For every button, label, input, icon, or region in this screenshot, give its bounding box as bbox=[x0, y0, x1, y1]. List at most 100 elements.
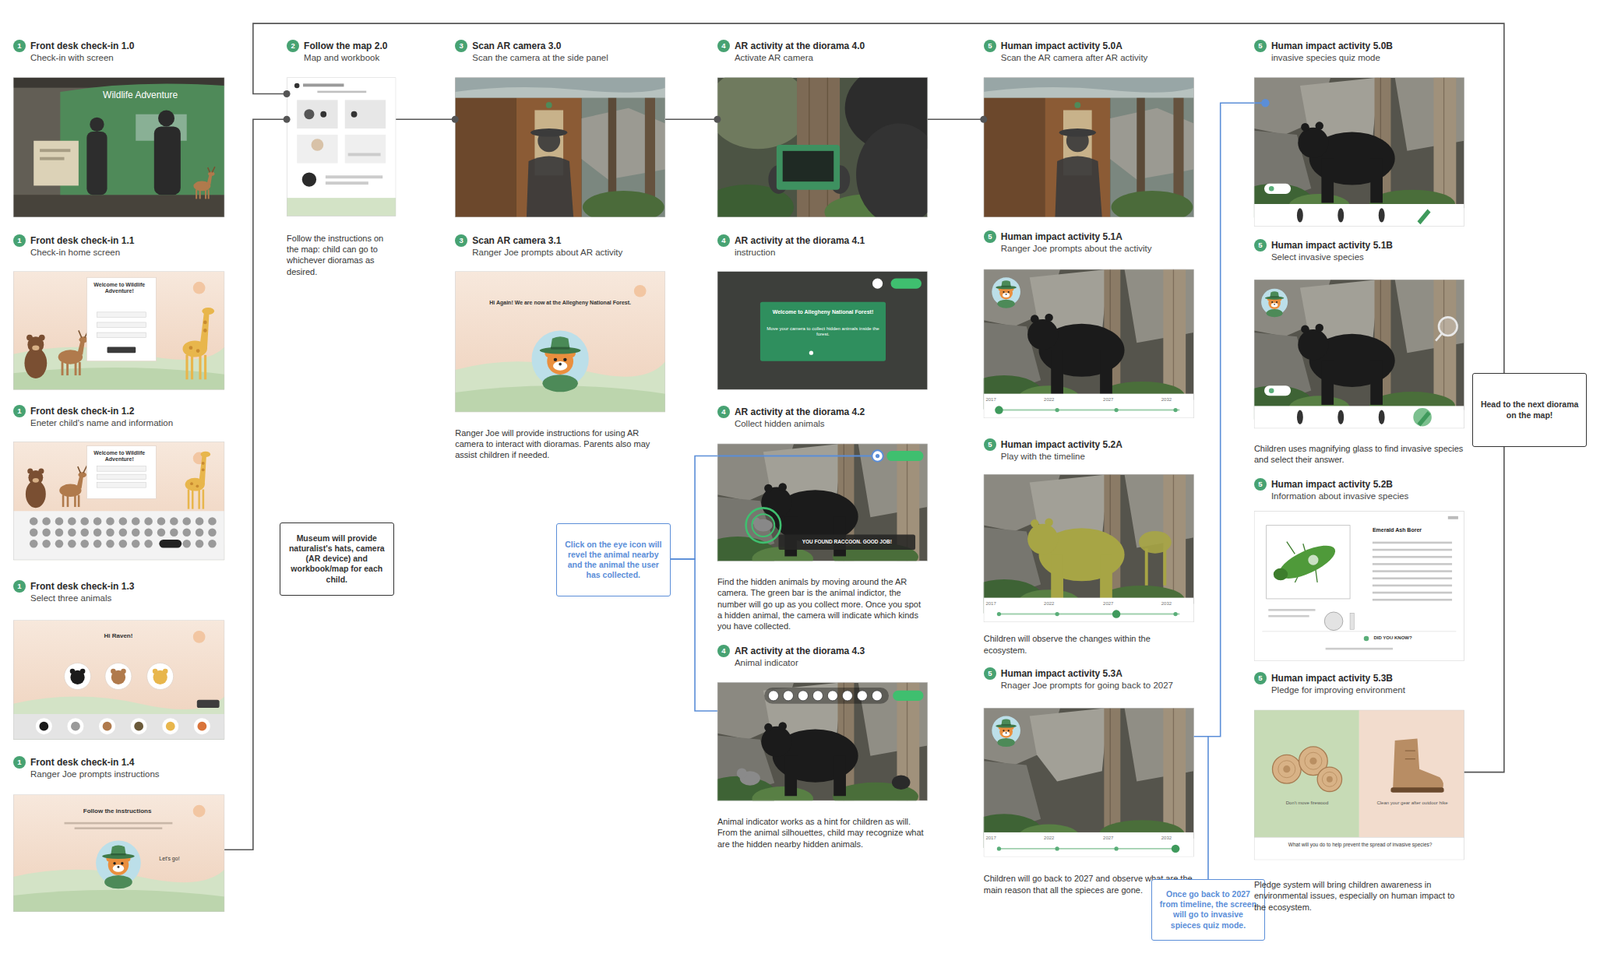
art-path bbox=[207, 174, 212, 185]
art-rect bbox=[86, 445, 156, 499]
art-rect bbox=[1448, 516, 1459, 520]
art-rect bbox=[983, 708, 1195, 857]
step-number: 1 bbox=[13, 405, 26, 418]
screen-text: Wildlife Adventure bbox=[91, 89, 189, 101]
art-rect bbox=[1044, 98, 1111, 218]
art-circle bbox=[120, 862, 124, 865]
art-line bbox=[1443, 77, 1445, 209]
art-circle bbox=[553, 358, 557, 362]
step-number-text: 4 bbox=[717, 234, 730, 247]
art-circle bbox=[27, 468, 33, 475]
art-path bbox=[110, 845, 127, 857]
art-path bbox=[13, 890, 225, 913]
art-rect bbox=[1359, 710, 1465, 839]
art-circle bbox=[55, 528, 64, 537]
art-rect bbox=[717, 271, 928, 390]
step-number: 5 bbox=[983, 230, 997, 244]
art-circle bbox=[746, 507, 782, 543]
art-rect bbox=[187, 489, 191, 510]
art-rect bbox=[345, 134, 386, 164]
art-rect bbox=[198, 355, 201, 380]
art-circle bbox=[80, 539, 89, 548]
screen-illustration bbox=[717, 77, 928, 218]
art-circle bbox=[1027, 524, 1058, 555]
art-circle bbox=[203, 320, 208, 325]
step-number: 5 bbox=[983, 39, 997, 53]
screen-text: Move your camera to collect hidden anima… bbox=[763, 326, 883, 338]
art-circle bbox=[856, 690, 867, 702]
art-circle bbox=[157, 528, 166, 537]
step-title: Scan AR camera 3.0 bbox=[472, 39, 561, 53]
screen-text: Hi Again! We are now at the Allegheny Na… bbox=[475, 299, 645, 307]
art-ellipse bbox=[102, 853, 134, 860]
timeline-year: 2032 bbox=[1161, 601, 1192, 607]
art-rect bbox=[1050, 350, 1064, 395]
art-rect bbox=[197, 489, 201, 510]
step-panel: Follow the map 2.0Map and workbookFollow… bbox=[286, 39, 396, 281]
step-number: 4 bbox=[717, 644, 730, 658]
art-ellipse bbox=[1266, 309, 1283, 318]
art-circle bbox=[812, 690, 823, 702]
step-panel: Human impact activity 5.3BPledge for imp… bbox=[1254, 672, 1465, 917]
art-circle bbox=[196, 348, 201, 353]
screen-illustration bbox=[1254, 77, 1465, 227]
art-circle bbox=[70, 669, 76, 675]
art-rect bbox=[1372, 542, 1452, 545]
art-circle bbox=[93, 517, 102, 526]
screen-illustration bbox=[13, 441, 225, 561]
art-rect bbox=[96, 466, 146, 473]
art-circle bbox=[809, 351, 814, 356]
art-ellipse bbox=[1002, 292, 1010, 298]
art-line bbox=[1110, 708, 1111, 839]
art-circle bbox=[117, 866, 120, 869]
timeline-year: 2017 bbox=[985, 601, 1016, 607]
screen-illustration bbox=[717, 271, 928, 390]
art-rect bbox=[96, 322, 146, 328]
step-description: Follow the instructions on the map: chil… bbox=[286, 232, 396, 278]
art-path bbox=[549, 336, 571, 352]
art-circle bbox=[1273, 303, 1276, 306]
step-title: Front desk check-in 1.1 bbox=[30, 234, 134, 247]
screen-illustration bbox=[13, 271, 225, 390]
art-rect bbox=[1254, 77, 1465, 209]
art-circle bbox=[93, 528, 102, 537]
screen-text: Emerald Ash Borer bbox=[1372, 527, 1455, 534]
art-rect bbox=[13, 77, 225, 218]
art-circle bbox=[42, 539, 50, 548]
screen-text: What will you do to help prevent the spr… bbox=[1258, 842, 1463, 849]
art-circle bbox=[152, 669, 159, 675]
step-title: Follow the map 2.0 bbox=[303, 39, 388, 53]
step-subtitle: Select three animals bbox=[30, 592, 112, 605]
art-rect bbox=[154, 126, 181, 195]
art-rect bbox=[325, 175, 383, 179]
art-circle bbox=[80, 517, 89, 526]
art-rect bbox=[1325, 648, 1393, 651]
art-rect bbox=[39, 157, 64, 161]
art-circle bbox=[193, 281, 206, 295]
screen-text: Welcome to Allegheny National Forest! bbox=[763, 309, 883, 316]
art-rect bbox=[286, 77, 396, 217]
art-rect bbox=[303, 83, 344, 87]
art-circle bbox=[105, 528, 114, 537]
art-circle bbox=[89, 117, 104, 132]
art-line bbox=[1261, 630, 1456, 632]
art-rect bbox=[1372, 592, 1452, 595]
art-circle bbox=[144, 539, 152, 548]
art-rect bbox=[454, 271, 666, 413]
screen-text: Hi Raven! bbox=[66, 632, 170, 641]
connector-dot bbox=[283, 116, 291, 124]
art-path bbox=[1000, 718, 1012, 726]
timeline-year: 2032 bbox=[1161, 397, 1192, 403]
art-rect bbox=[202, 489, 205, 510]
art-circle bbox=[1413, 408, 1432, 427]
art-circle bbox=[207, 528, 216, 537]
art-ellipse bbox=[201, 307, 215, 315]
art-circle bbox=[827, 690, 838, 702]
art-rect bbox=[13, 441, 225, 561]
art-path bbox=[207, 166, 215, 173]
step-subtitle: Ranger Joe prompts about AR activity bbox=[472, 246, 623, 259]
art-rect bbox=[66, 495, 70, 508]
art-circle bbox=[120, 669, 127, 675]
